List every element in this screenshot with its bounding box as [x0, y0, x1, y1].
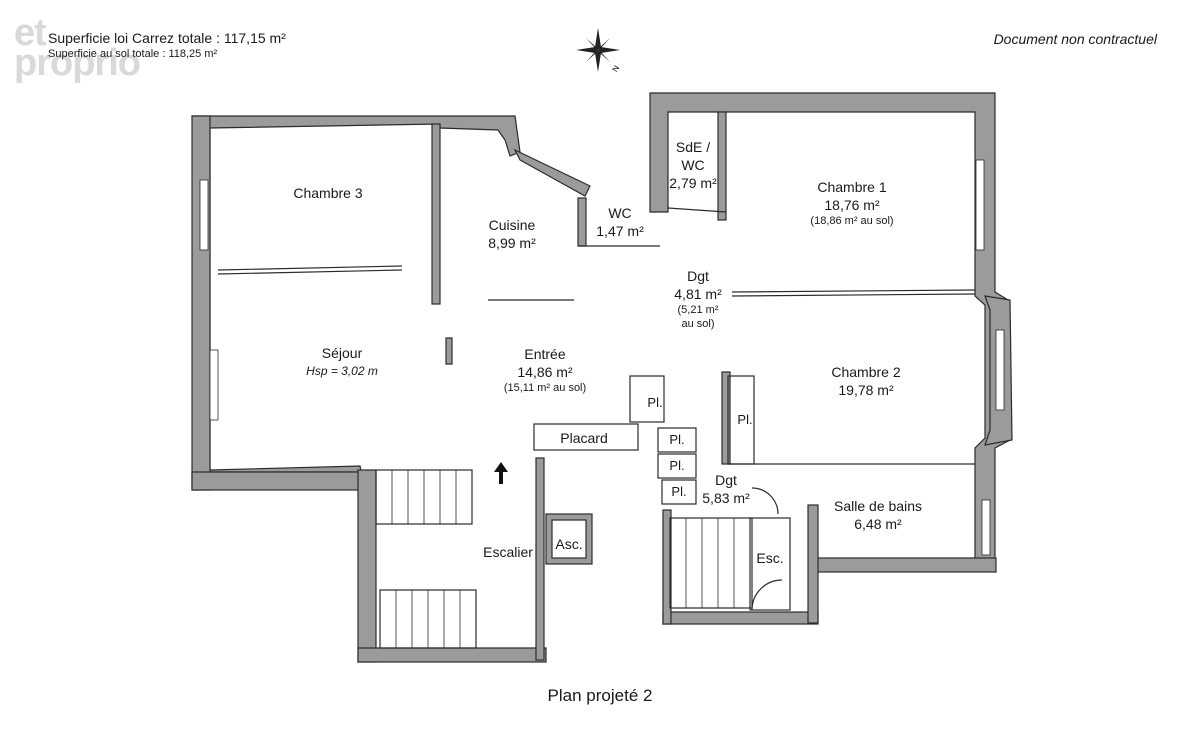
closet-pl5 — [727, 375, 755, 465]
closet-pl3-label: Pl. — [669, 458, 685, 473]
room-sde-name2: WC — [681, 157, 705, 173]
room-chambre2-area: 19,78 m² — [838, 382, 894, 398]
room-entree: Entrée 14,86 m² (15,11 m² au sol) — [504, 345, 586, 395]
room-sdb-area: 6,48 m² — [854, 516, 902, 532]
partition-chambre2-west — [721, 371, 731, 465]
partition-wc — [577, 197, 587, 247]
wall-bath-west — [807, 504, 819, 624]
partition-chambre12 — [731, 289, 976, 293]
room-cuisine: Cuisine 8,99 m² — [488, 216, 535, 252]
partition-chambre12-b — [731, 293, 976, 297]
stair-right-door — [749, 517, 791, 611]
window-5 — [981, 499, 991, 556]
door-swing-1 — [751, 487, 779, 515]
room-asc-name: Asc. — [555, 536, 583, 552]
wall-bath-south — [815, 557, 997, 573]
closet-pl4-label: Pl. — [671, 484, 687, 499]
room-dgt1-floor2: au sol) — [681, 318, 715, 330]
wall-dgt2-south — [662, 611, 819, 625]
room-sejour: Séjour Hsp = 3,02 m — [306, 344, 378, 380]
room-escalier: Escalier — [483, 543, 533, 561]
room-sdb-name: Salle de bains — [834, 498, 922, 514]
closet-pl2 — [657, 427, 697, 453]
room-cuisine-area: 8,99 m² — [488, 235, 536, 251]
partition-sde — [717, 111, 727, 221]
plan-title: Plan projeté 2 — [547, 686, 653, 705]
room-entree-name: Entrée — [524, 346, 566, 362]
partition-chambre3-b — [217, 269, 403, 275]
room-sdb: Salle de bains 6,48 m² — [834, 497, 922, 533]
entrance-arrow-icon — [494, 462, 508, 484]
compass-icon: N — [572, 24, 624, 81]
room-escalier-name: Escalier — [483, 544, 533, 560]
wall-right-outer — [649, 92, 1011, 561]
room-dgt1-floor1: (5,21 m² — [677, 304, 719, 316]
wall-stair-south — [357, 647, 547, 663]
room-wc-name: WC — [608, 205, 632, 221]
compass-letter: N — [611, 64, 622, 74]
room-entree-floor: (15,11 m² au sol) — [503, 382, 587, 394]
closet-pl2-label: Pl. — [669, 432, 685, 447]
room-dgt2-area: 5,83 m² — [702, 490, 750, 506]
closet-pl5-label: Pl. — [737, 412, 753, 427]
disclaimer: Document non contractuel — [993, 31, 1157, 47]
closet-pl3 — [657, 453, 697, 479]
partition-chambre3 — [217, 265, 403, 271]
stair-right — [669, 517, 753, 609]
wall-dgt2-west — [662, 509, 672, 625]
carrez-total-area: Superficie loi Carrez totale : 117,15 m² — [48, 30, 286, 46]
wall-stair-west — [357, 469, 377, 663]
room-chambre1: Chambre 1 18,76 m² (18,86 m² au sol) — [810, 178, 893, 228]
room-dgt1-area: 4,81 m² — [674, 286, 722, 302]
closet-placard — [533, 423, 639, 451]
room-esc: Esc. — [756, 549, 783, 567]
room-chambre1-floor: (18,86 m² au sol) — [810, 215, 894, 227]
partition-kitchen — [431, 123, 441, 305]
room-dgt1-name: Dgt — [687, 268, 709, 284]
room-dgt2: Dgt 5,83 m² — [702, 471, 749, 507]
elevator-inner — [551, 519, 587, 559]
room-dgt1: Dgt 4,81 m² (5,21 m² au sol) — [674, 267, 721, 331]
room-placard: Placard — [560, 429, 607, 447]
room-chambre1-name: Chambre 1 — [817, 179, 887, 195]
partition-sejour-pillar — [445, 337, 453, 365]
wall-left-south — [191, 471, 373, 491]
closet-pl4 — [661, 479, 697, 505]
room-wc: WC 1,47 m² — [596, 204, 643, 240]
partition-sde-bottom — [667, 207, 727, 213]
wall-stair-east — [535, 457, 545, 661]
room-entree-area: 14,86 m² — [517, 364, 573, 380]
closet-pl1 — [629, 375, 665, 423]
window-3 — [975, 159, 985, 251]
room-dgt2-name: Dgt — [715, 472, 737, 488]
room-esc-name: Esc. — [756, 550, 784, 566]
room-chambre3-name: Chambre 3 — [293, 185, 363, 201]
window-4 — [995, 329, 1005, 411]
room-asc: Asc. — [555, 535, 582, 553]
room-chambre1-area: 18,76 m² — [824, 197, 880, 213]
room-cuisine-name: Cuisine — [488, 217, 536, 233]
room-sejour-name: Séjour — [321, 345, 363, 361]
room-sde: SdE / WC 2,79 m² — [669, 138, 716, 192]
floor-total-area: Superficie au sol totale : 118,25 m² — [48, 48, 218, 60]
room-wc-area: 1,47 m² — [596, 223, 644, 239]
wall-kitchen-diagonal — [513, 148, 591, 197]
wall-left-outer — [191, 115, 521, 489]
room-sejour-hsp: Hsp = 3,02 m — [306, 364, 378, 378]
wall-left-west — [191, 115, 211, 491]
room-placard-name: Placard — [560, 430, 608, 446]
room-chambre2: Chambre 2 19,78 m² — [831, 363, 900, 399]
room-sde-name: SdE / — [675, 139, 711, 155]
closet-pl1-label: Pl. — [647, 395, 663, 410]
room-sde-area: 2,79 m² — [669, 175, 717, 191]
room-chambre2-name: Chambre 2 — [831, 364, 901, 380]
window-2 — [209, 349, 219, 421]
door-swing-2 — [751, 579, 783, 611]
room-chambre3: Chambre 3 — [293, 184, 362, 202]
window-1 — [199, 179, 209, 251]
